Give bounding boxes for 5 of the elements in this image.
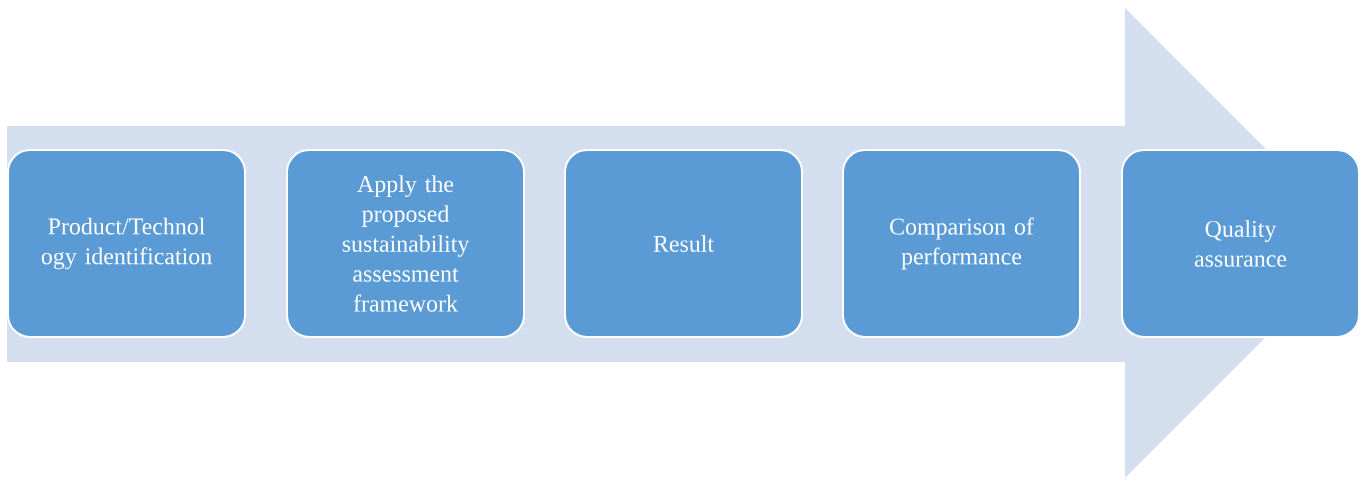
process-box: Apply the proposed sustainability assessment framework [286, 149, 525, 338]
process-box: Product/Technol ogy identification [7, 149, 246, 338]
process-box: Quality assurance [1121, 149, 1360, 338]
process-box: Result [564, 149, 803, 338]
process-box: Comparison of performance [842, 149, 1081, 338]
